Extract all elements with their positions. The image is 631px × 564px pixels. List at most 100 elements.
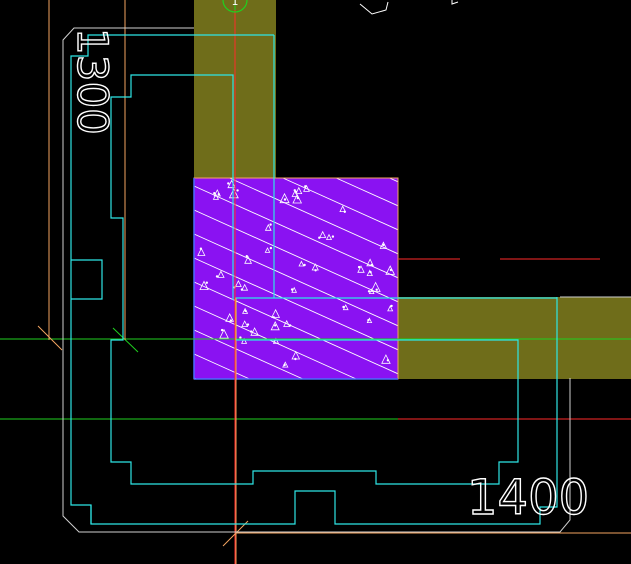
aggregate-mark — [241, 283, 249, 291]
aggregate-mark — [368, 288, 375, 295]
aggregate-mark — [217, 270, 225, 278]
aggregate-mark — [387, 305, 394, 312]
aggregate-mark — [303, 184, 310, 192]
aggregate-dot — [293, 189, 297, 192]
aggregate-dot — [288, 324, 292, 327]
hatch-line — [193, 305, 357, 380]
axis-bubble-label: 1 — [232, 0, 239, 8]
aggregate-dot — [213, 191, 216, 195]
aggregate-mark — [295, 186, 303, 195]
aggregate-dot — [246, 323, 250, 326]
tick-mark-icon — [451, 0, 459, 5]
aggregate-dot — [296, 196, 300, 200]
aggregate-dot — [269, 223, 272, 226]
axis-bubble[interactable]: 1 — [222, 0, 248, 13]
aggregate-dot — [367, 290, 371, 293]
aggregate-dot — [294, 357, 297, 361]
dimension-vertical-1300: 1300 — [68, 28, 117, 135]
aggregate-mark — [357, 265, 365, 273]
aggregate-mark — [385, 265, 396, 275]
column-aggregate-dots — [197, 179, 396, 368]
aggregate-mark — [270, 321, 280, 331]
aggregate-mark — [298, 260, 305, 267]
aggregate-dot — [217, 192, 221, 196]
cyan-outlines — [70, 34, 558, 525]
aggregate-mark — [325, 233, 333, 240]
column-group — [193, 177, 399, 380]
hatch-line — [193, 353, 250, 380]
aggregate-mark — [228, 188, 239, 199]
aggregate-dot — [240, 288, 244, 291]
hatch-line — [336, 177, 399, 207]
aggregate-dot — [236, 189, 239, 192]
dimension-horizontal-1400: 1400 — [467, 470, 589, 526]
revision-cloud-icon — [359, 1, 389, 15]
aggregate-mark — [339, 205, 346, 213]
aggregate-dot — [283, 363, 286, 367]
cyan-outer-path — [70, 34, 558, 525]
orange-tick-left — [37, 325, 63, 351]
orange-tick-bottom — [222, 520, 249, 547]
aggregate-dot — [367, 319, 370, 322]
hatch-line — [389, 177, 399, 183]
aggregate-mark — [225, 313, 235, 322]
aggregate-dot — [244, 309, 247, 313]
aggregate-mark — [199, 280, 209, 291]
aggregate-dot — [382, 243, 385, 247]
aggregate-dot — [283, 198, 287, 201]
cyan-inner-path — [110, 74, 519, 485]
aggregate-dot — [249, 330, 253, 333]
aggregate-dot — [331, 235, 335, 238]
aggregate-dot — [386, 359, 390, 362]
horizontal-wall-band — [398, 297, 631, 379]
hatch-line — [193, 257, 399, 351]
aggregate-dot — [229, 319, 233, 322]
dimension-labels: 1300 1400 — [67, 27, 590, 526]
aggregate-mark — [264, 223, 272, 231]
column-hatch-lines — [193, 177, 399, 380]
top-right-marks — [359, 0, 459, 15]
hatch-line — [229, 177, 399, 255]
gray-outer-outline — [62, 27, 631, 533]
aggregate-dot — [290, 288, 294, 291]
aggregate-dot — [370, 263, 373, 267]
aggregate-dot — [245, 255, 249, 258]
aggregate-dot — [269, 246, 273, 250]
cyan-step-left — [71, 259, 103, 300]
hatch-line — [193, 329, 304, 380]
aggregate-dot — [215, 275, 219, 278]
aggregate-mark — [219, 328, 229, 339]
orange-dimension-lines — [37, 0, 631, 564]
aggregate-mark — [197, 247, 206, 256]
aggregate-mark — [283, 319, 291, 327]
aggregate-mark — [271, 308, 281, 318]
aggregate-dot — [318, 236, 321, 239]
hatch-line — [193, 233, 399, 327]
aggregate-dot — [390, 304, 393, 308]
aggregate-mark — [366, 258, 374, 267]
aggregate-mark — [319, 230, 327, 238]
aggregate-mark — [250, 327, 259, 336]
aggregate-mark — [292, 193, 303, 204]
aggregate-dot — [295, 190, 298, 194]
aggregate-dot — [239, 336, 242, 339]
aggregate-dot — [303, 263, 306, 267]
aggregate-mark — [244, 255, 253, 264]
aggregate-mark — [379, 241, 388, 249]
aggregate-mark — [370, 281, 381, 292]
aggregate-dot — [274, 324, 277, 327]
hatch-line — [193, 209, 399, 303]
aggregate-dot — [342, 305, 345, 309]
axis-bubble-icon — [222, 0, 248, 13]
aggregate-dot — [314, 269, 317, 272]
aggregate-mark — [234, 280, 242, 287]
hatch-line — [193, 281, 399, 375]
aggregate-dot — [220, 328, 224, 332]
aggregate-dot — [304, 185, 307, 188]
aggregate-dot — [205, 281, 209, 284]
aggregate-dot — [389, 268, 393, 272]
aggregate-mark — [264, 247, 271, 253]
aggregate-mark — [241, 320, 249, 328]
aggregate-dot — [227, 182, 230, 185]
